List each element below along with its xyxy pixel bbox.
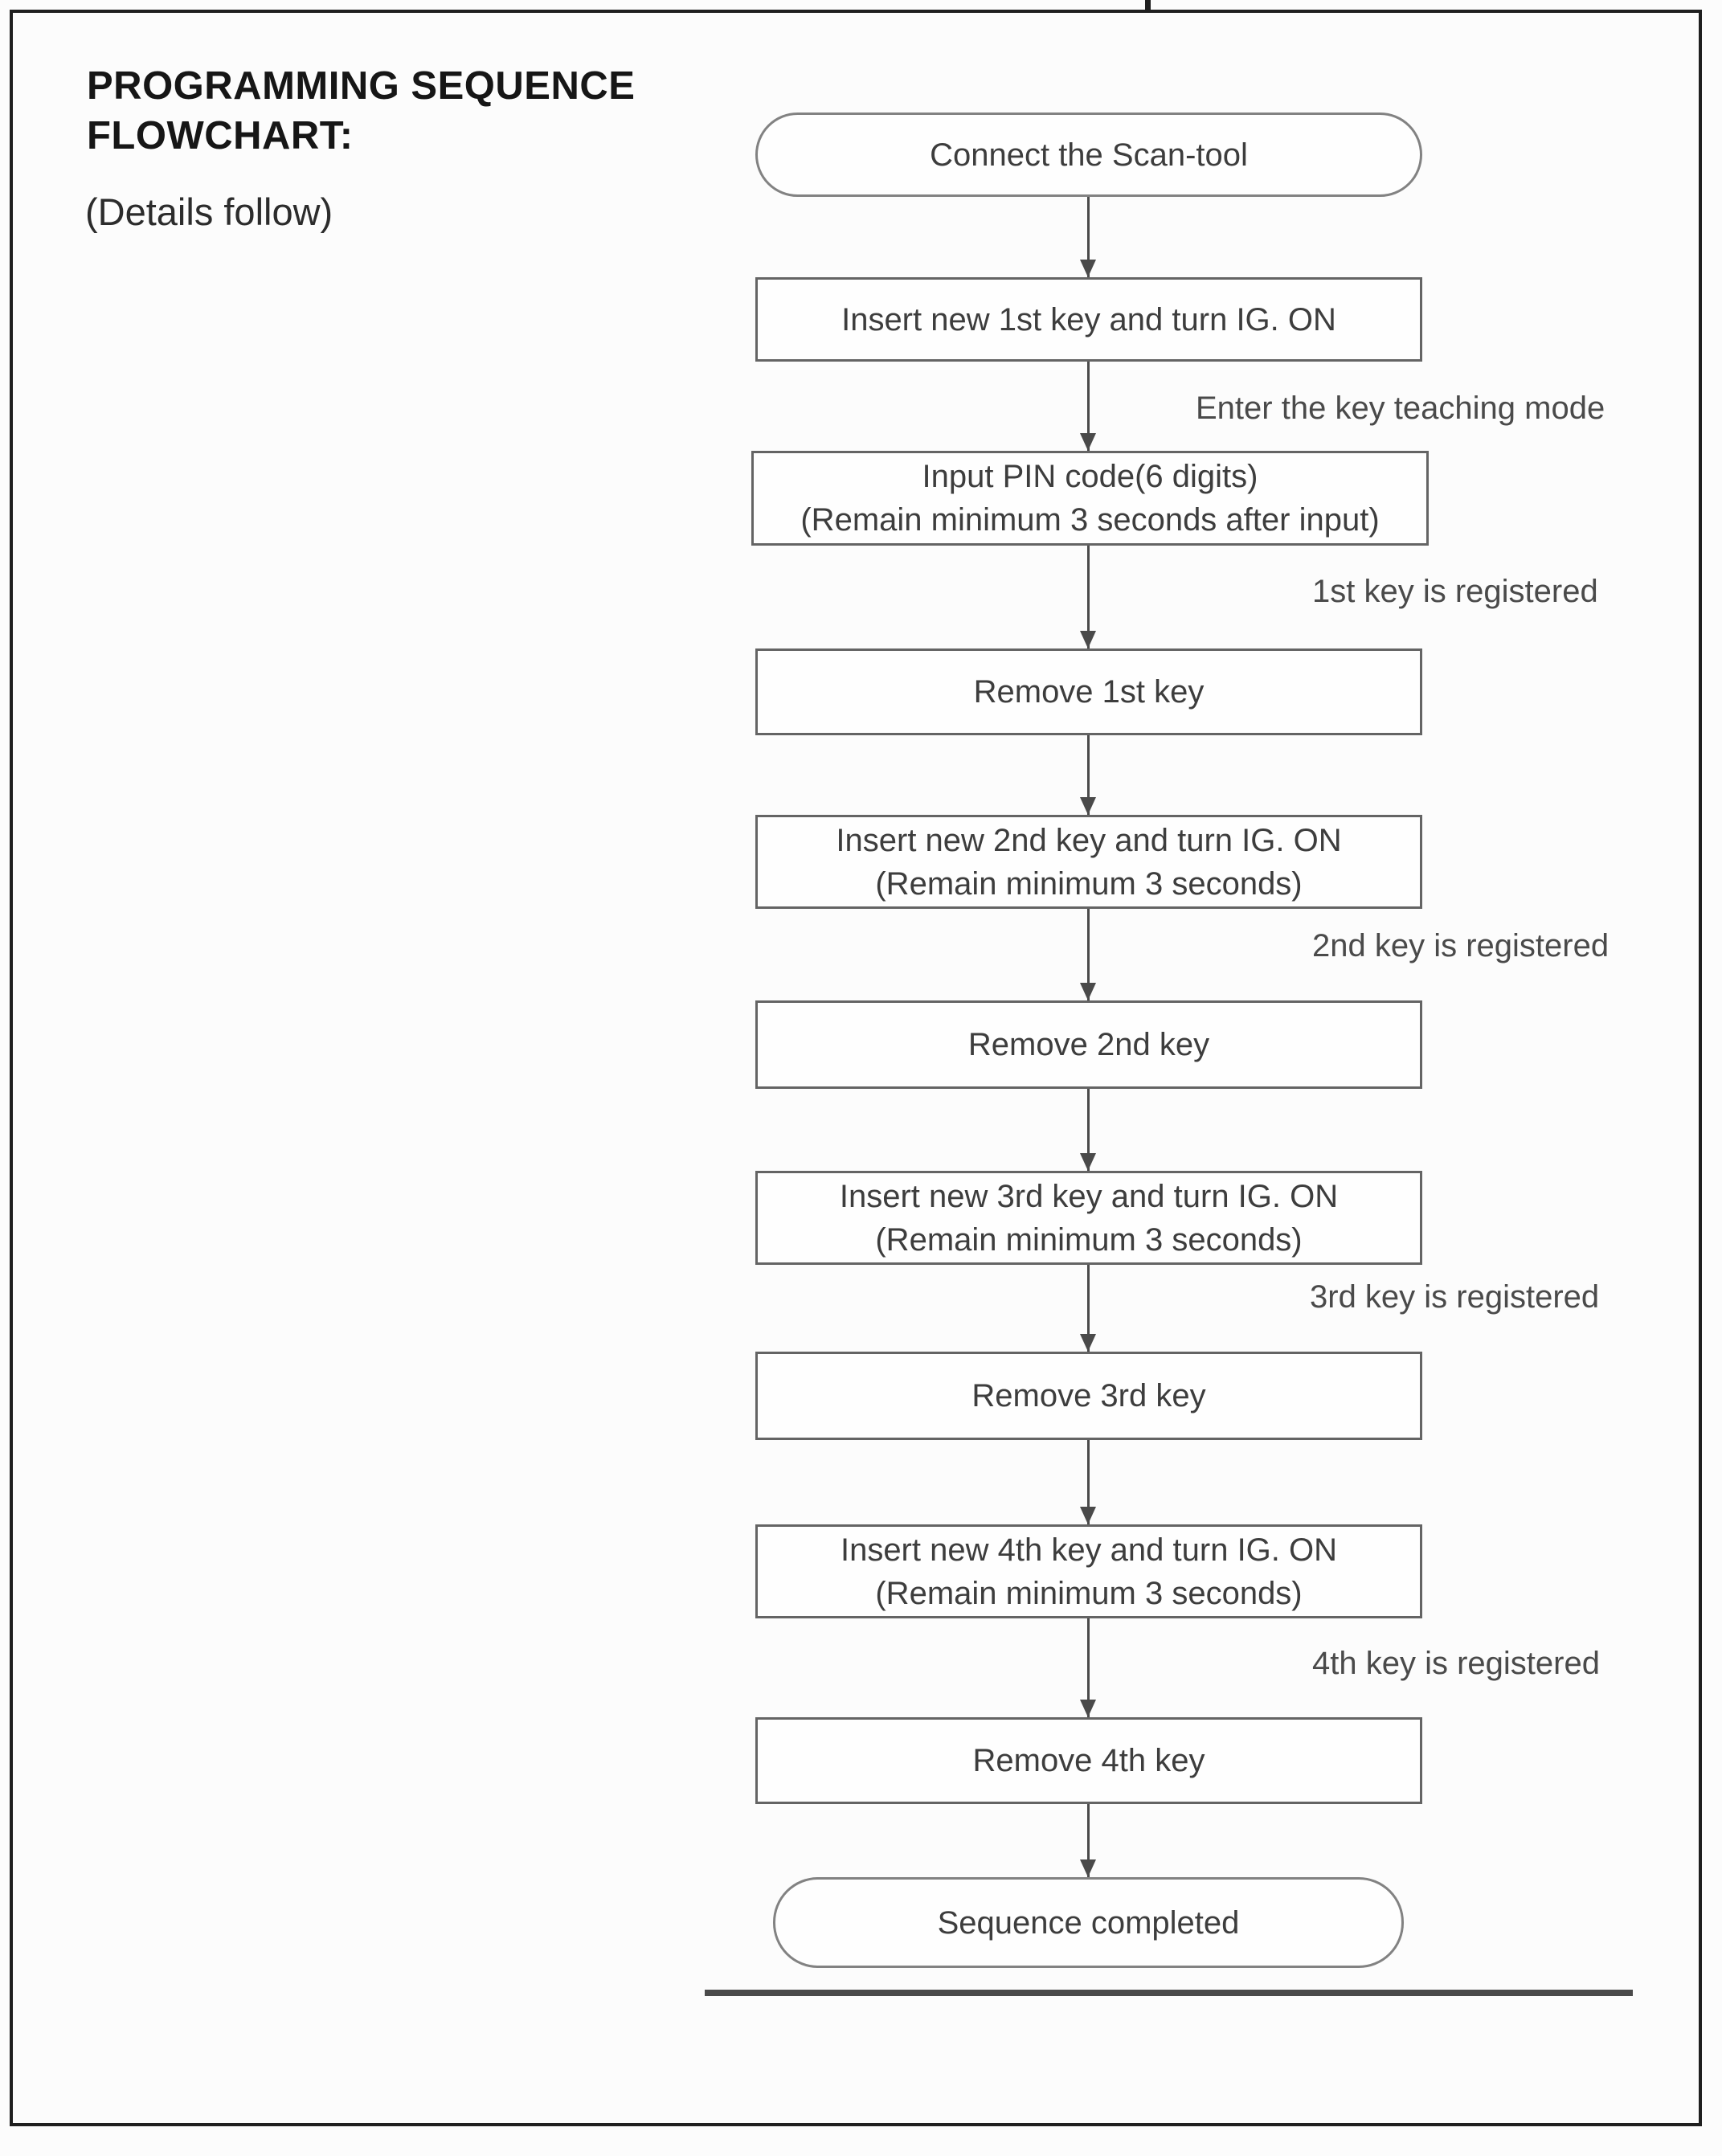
flow-node-label: Remove 3rd key <box>971 1378 1206 1413</box>
flow-arrow <box>1080 1089 1096 1171</box>
flow-node-insert-1st-key: Insert new 1st key and turn IG. ON <box>755 277 1422 362</box>
flow-arrow <box>1080 1440 1096 1524</box>
flow-node-label: Input PIN code(6 digits) <box>922 459 1258 494</box>
flow-node-remove-2nd-key: Remove 2nd key <box>755 1000 1422 1089</box>
edge-label-1st-key-registered: 1st key is registered <box>1312 574 1598 609</box>
flow-node-label: Insert new 2nd key and turn IG. ON <box>836 822 1342 858</box>
flow-node-sequence-completed: Sequence completed <box>773 1877 1404 1968</box>
flow-node-sublabel: (Remain minimum 3 seconds) <box>875 1221 1303 1258</box>
flow-arrow <box>1080 1804 1096 1877</box>
flow-node-label: Remove 4th key <box>972 1743 1205 1778</box>
flow-arrow <box>1080 1618 1096 1717</box>
flow-node-label: Insert new 4th key and turn IG. ON <box>840 1532 1338 1568</box>
top-tick-mark <box>1145 0 1151 13</box>
flow-node-sublabel: (Remain minimum 3 seconds) <box>875 1575 1303 1611</box>
page-subtitle: (Details follow) <box>85 190 333 233</box>
flow-node-label: Insert new 3rd key and turn IG. ON <box>839 1178 1339 1214</box>
edge-label-enter-key-teaching-mode: Enter the key teaching mode <box>1196 391 1605 426</box>
edge-label-4th-key-registered: 4th key is registered <box>1312 1646 1600 1681</box>
flow-arrow <box>1080 197 1096 277</box>
flow-node-sublabel: (Remain minimum 3 seconds after input) <box>800 502 1380 538</box>
flow-node-label: Remove 1st key <box>973 674 1205 710</box>
flow-arrow <box>1080 1265 1096 1352</box>
flow-node-insert-4th-key: Insert new 4th key and turn IG. ON (Rema… <box>755 1524 1422 1618</box>
edge-label-2nd-key-registered: 2nd key is registered <box>1312 928 1610 963</box>
flow-node-insert-3rd-key: Insert new 3rd key and turn IG. ON (Rema… <box>755 1171 1422 1265</box>
flow-arrow <box>1080 909 1096 1000</box>
flow-node-remove-1st-key: Remove 1st key <box>755 648 1422 735</box>
edge-label-3rd-key-registered: 3rd key is registered <box>1310 1279 1600 1315</box>
flow-arrow <box>1080 362 1096 451</box>
flow-node-insert-2nd-key: Insert new 2nd key and turn IG. ON (Rema… <box>755 815 1422 909</box>
page-border <box>10 10 1702 2126</box>
flow-node-remove-3rd-key: Remove 3rd key <box>755 1352 1422 1440</box>
flow-node-label: Insert new 1st key and turn IG. ON <box>841 301 1336 338</box>
flow-node-remove-4th-key: Remove 4th key <box>755 1717 1422 1804</box>
page-title: PROGRAMMING SEQUENCE FLOWCHART: <box>87 64 636 158</box>
flow-node-input-pin-code: Input PIN code(6 digits) (Remain minimum… <box>751 451 1429 546</box>
flow-node-label: Connect the Scan-tool <box>930 137 1248 173</box>
bottom-separator <box>705 1990 1633 1996</box>
flow-node-label: Remove 2nd key <box>967 1027 1210 1062</box>
flow-node-label: Sequence completed <box>937 1904 1240 1941</box>
flow-node-sublabel: (Remain minimum 3 seconds) <box>875 865 1303 902</box>
flow-arrow <box>1080 735 1096 815</box>
flow-node-connect-scan-tool: Connect the Scan-tool <box>755 113 1422 197</box>
flow-arrow <box>1080 546 1096 648</box>
